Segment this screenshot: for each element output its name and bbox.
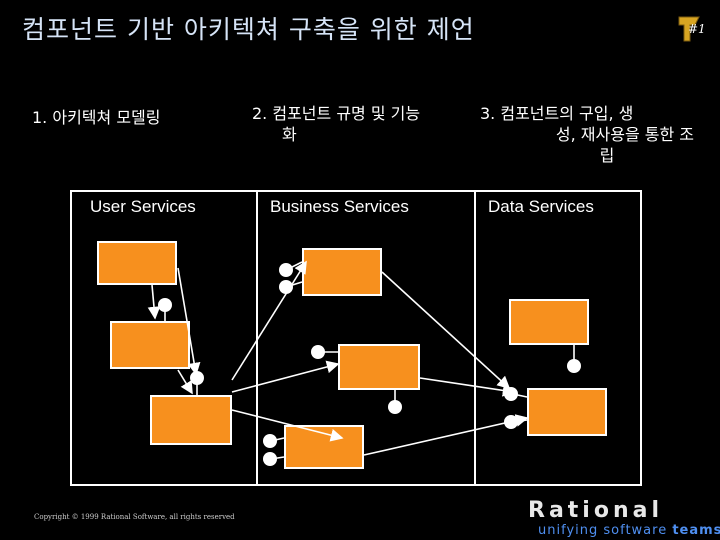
component-box (97, 241, 177, 285)
step-2: 2. 컴포넌트 규명 및 기능 화 (252, 103, 492, 145)
step-3-line3: 립 (599, 146, 615, 165)
interface-lollipop (158, 298, 172, 312)
interface-lollipop (388, 400, 402, 414)
interface-lollipop (504, 387, 518, 401)
dependency-arrow (419, 377, 516, 397)
interface-lollipop (190, 371, 204, 385)
tagline-plain: unifying software (538, 523, 673, 538)
dependency-arrow (231, 360, 340, 393)
step-2-line1: 2. 컴포넌트 규명 및 기능 (252, 104, 421, 123)
services-frame (70, 190, 642, 486)
dependency-arrow (363, 414, 529, 456)
step-3-line1: 3. 컴포넌트의 구입, 생 (480, 104, 634, 123)
interface-lollipop (567, 359, 581, 373)
interface-lollipop (279, 263, 293, 277)
interface-lollipop (263, 434, 277, 448)
component-box (338, 344, 420, 390)
component-box (527, 388, 607, 436)
component-box (150, 395, 232, 445)
divider-user-business (256, 192, 258, 484)
step-2-line2: 화 (282, 125, 297, 144)
step-1-text: 1. 아키텍쳐 모델링 (32, 108, 161, 127)
dependency-arrow (381, 271, 511, 390)
rational-logo-wordmark: Rational (528, 498, 664, 523)
step-3-line2: 성, 재사용을 통한 조 (555, 125, 694, 144)
divider-business-data (474, 192, 476, 484)
dependency-arrow (231, 409, 344, 442)
page-title: 컴포넌트 기반 아키텍쳐 구축을 위한 제언 (22, 15, 475, 44)
interface-lollipop (263, 452, 277, 466)
interface-lollipop (504, 415, 518, 429)
copyright-notice: Copyright © 1999 Rational Software, all … (34, 513, 235, 521)
dependency-arrow (231, 260, 307, 381)
component-box (110, 321, 190, 369)
rational-tagline: unifying software teams (538, 523, 720, 538)
column-label-user-services: User Services (90, 197, 196, 216)
step-1: 1. 아키텍쳐 모델링 (32, 107, 160, 128)
dependency-arrow (177, 369, 193, 395)
step-3: 3. 컴포넌트의 구입, 생 성, 재사용을 통한 조 립 (480, 103, 694, 166)
interface-lollipop (279, 280, 293, 294)
dependency-arrow (147, 284, 161, 320)
column-label-business-services: Business Services (270, 197, 409, 216)
tagline-bold: teams (672, 523, 720, 538)
dependency-arrow (177, 267, 201, 376)
component-box (284, 425, 364, 469)
component-box (302, 248, 382, 296)
slide-number: #1 (688, 22, 706, 36)
component-box (509, 299, 589, 345)
column-label-data-services: Data Services (488, 197, 594, 216)
interface-lollipop (311, 345, 325, 359)
rational-r-icon (678, 16, 700, 42)
